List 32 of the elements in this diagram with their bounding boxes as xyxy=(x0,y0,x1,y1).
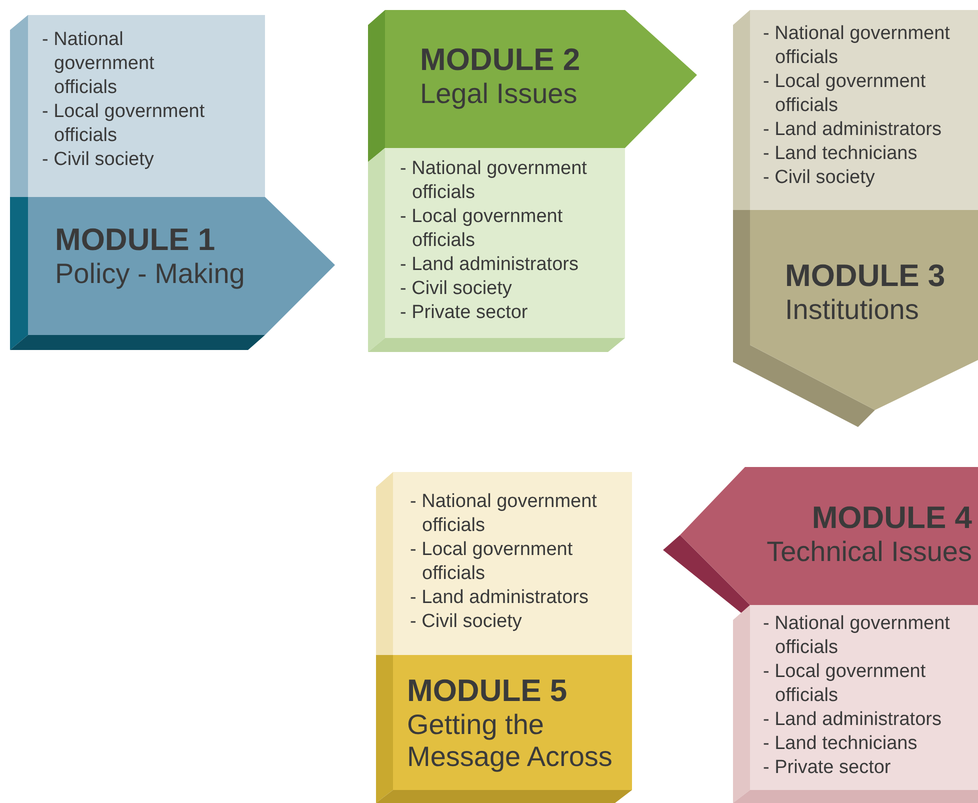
audience-item: - Land administrators xyxy=(400,253,580,277)
module-number: MODULE 2 xyxy=(420,42,582,78)
audience-item: - Land technicians xyxy=(763,732,918,756)
audience-item: - Local government officials xyxy=(410,538,574,586)
module-title: Getting the Message Across xyxy=(407,709,614,773)
audience-item: - Civil society xyxy=(42,148,155,172)
module-number: MODULE 3 xyxy=(785,258,946,294)
audience-item: - Private sector xyxy=(763,756,892,780)
module-title: Technical Issues xyxy=(766,536,972,568)
audience-item: - Land administrators xyxy=(763,118,942,142)
audience-item: - Private sector xyxy=(400,301,529,325)
audience-item: - Civil society xyxy=(400,277,513,301)
audience-item: - Local government officials xyxy=(763,660,927,708)
module-title: Institutions xyxy=(785,294,920,326)
module-title: Policy - Making xyxy=(55,258,246,290)
module-number: MODULE 5 xyxy=(407,673,568,709)
audience-item: - National government officials xyxy=(763,22,951,70)
audience-item: - National government officials xyxy=(400,157,588,205)
audience-item: - Civil society xyxy=(763,166,876,190)
audience-item: - Local government officials xyxy=(42,100,206,148)
module-number: MODULE 1 xyxy=(55,222,216,258)
module-number: MODULE 4 xyxy=(810,500,972,536)
audience-item: - Land administrators xyxy=(763,708,942,732)
module-title: Legal Issues xyxy=(420,78,578,110)
audience-item: - Local government officials xyxy=(400,205,564,253)
audience-item: - National government officials xyxy=(410,490,598,538)
audience-item: - Land technicians xyxy=(763,142,918,166)
audience-item: - Civil society xyxy=(410,610,523,634)
audience-item: - National government officials xyxy=(42,28,156,100)
audience-item: - National government officials xyxy=(763,612,951,660)
audience-item: - Local government officials xyxy=(763,70,927,118)
audience-item: - Land administrators xyxy=(410,586,590,610)
